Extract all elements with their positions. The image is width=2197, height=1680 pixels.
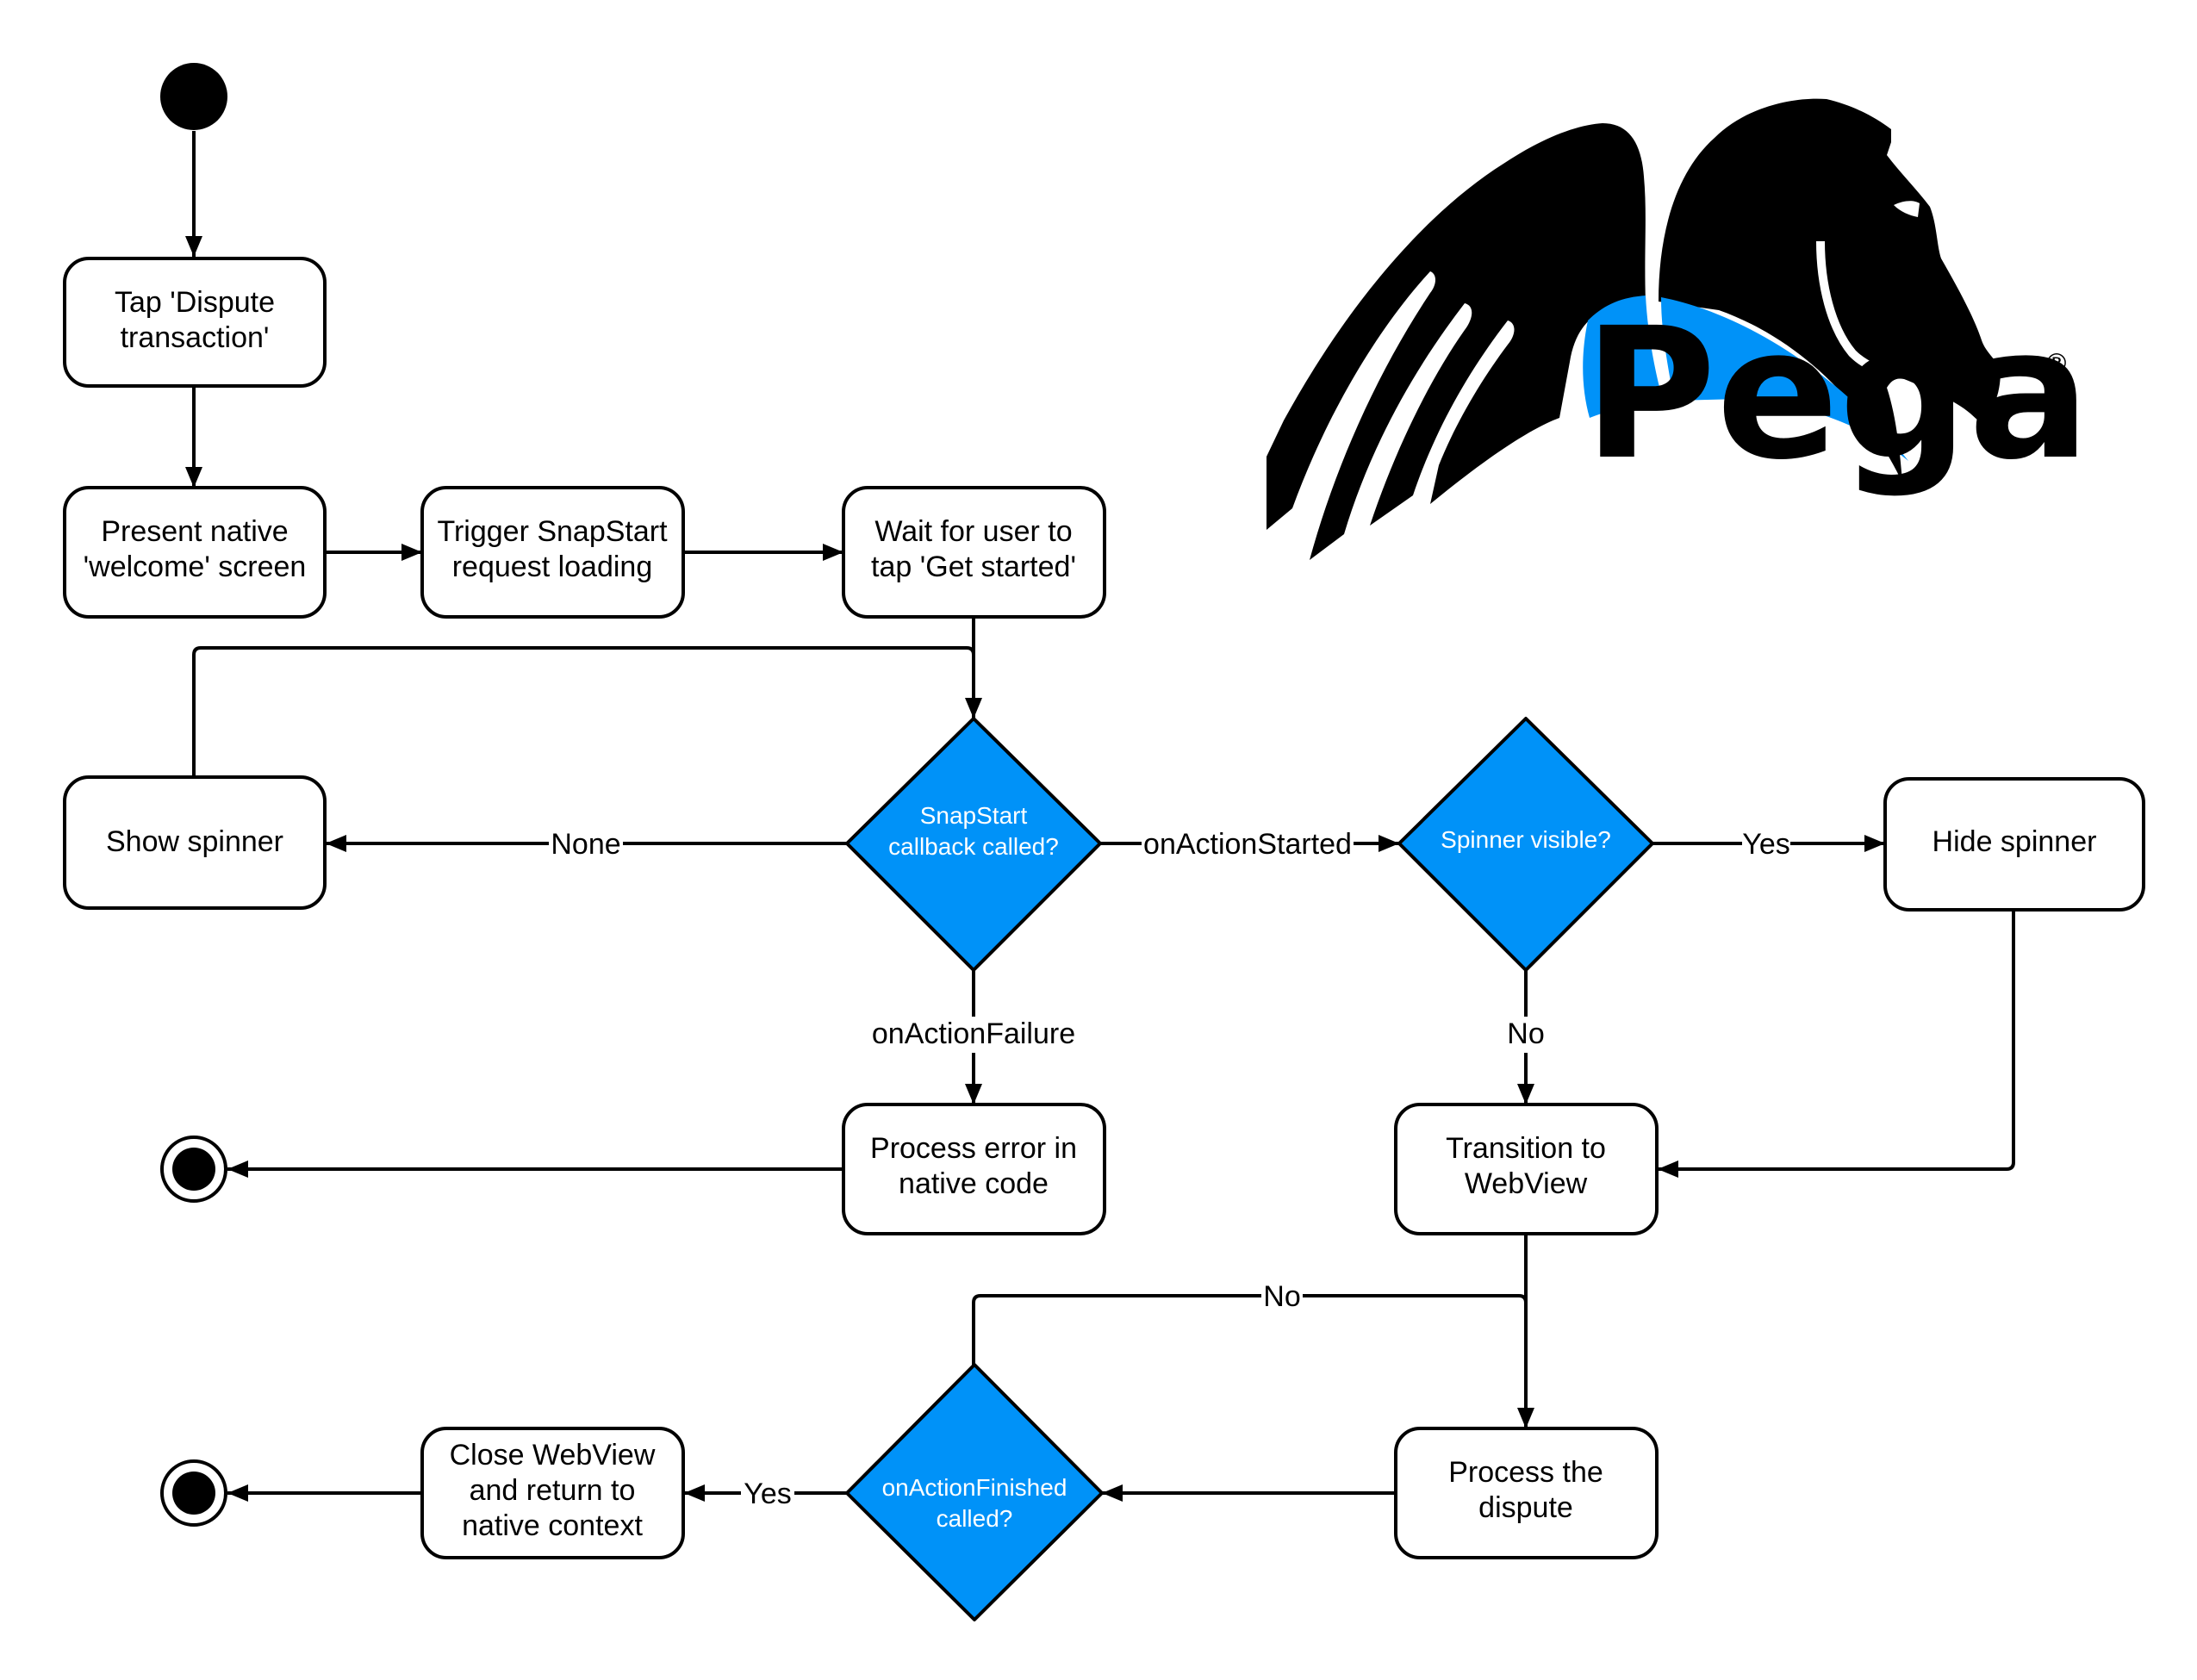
logo-collar-right: [1661, 297, 1908, 461]
edges: [185, 131, 2015, 1502]
node-label: transaction': [121, 321, 270, 354]
node-hide-spinner: Hide spinner: [1883, 777, 2145, 912]
node-label: and return to: [470, 1474, 636, 1507]
node-label: Transition to: [1446, 1132, 1606, 1165]
node-label: Tap 'Dispute: [115, 286, 275, 319]
node-process-error: Process error in native code: [842, 1103, 1106, 1235]
decision-action-finished: onActionFinished called?: [845, 1363, 1104, 1621]
node-label: tap 'Get started': [871, 551, 1076, 583]
node-label: Wait for user to: [874, 515, 1072, 548]
edge-label-no-spinner: No: [1507, 1017, 1544, 1050]
node-label: Process error in: [870, 1132, 1077, 1165]
node-label: Show spinner: [106, 825, 283, 858]
node-tap-dispute: Tap 'Dispute transaction': [63, 257, 327, 388]
node-label: Present native: [101, 515, 288, 548]
node-wait-get-started: Wait for user to tap 'Get started': [842, 486, 1106, 619]
node-label: native code: [899, 1167, 1049, 1200]
node-show-spinner: Show spinner: [63, 775, 327, 910]
edge-finished-no-loop: [972, 1294, 1528, 1365]
edge-label-yes-spinner: Yes: [1742, 828, 1789, 861]
decision-label: Spinner visible?: [1441, 826, 1611, 853]
logo-neck-line: [1816, 240, 1896, 376]
edge-label-none: None: [551, 828, 620, 861]
logo-wordmark: Pega: [1584, 289, 2090, 500]
edge-label-on-action-started: onActionStarted: [1143, 828, 1352, 861]
decision-label: SnapStart: [920, 802, 1028, 829]
edge-label-on-action-failure: onActionFailure: [872, 1017, 1075, 1050]
end-node-done: [160, 1459, 227, 1527]
node-label: Hide spinner: [1932, 825, 2097, 858]
node-present-welcome: Present native 'welcome' screen: [63, 486, 327, 619]
logo-horse-eye: [1894, 201, 1920, 217]
decision-label: callback called?: [888, 833, 1059, 860]
decision-snapstart-callback: SnapStart callback called?: [845, 717, 1102, 972]
edge-labels: None onActionStarted onActionFailure Yes…: [549, 825, 1790, 1510]
pega-logo: Pega ®: [1267, 98, 2090, 560]
node-label: dispute: [1478, 1491, 1573, 1524]
end-node-error: [160, 1136, 227, 1203]
edge-hide-spinner-to-transition: [1658, 910, 2015, 1178]
logo-registered-mark: ®: [2044, 349, 2069, 379]
start-node: [160, 63, 227, 130]
node-close-webview: Close WebView and return to native conte…: [420, 1427, 685, 1559]
decision-label: onActionFinished: [882, 1474, 1067, 1501]
node-label: request loading: [452, 551, 653, 583]
node-label: Process the: [1448, 1456, 1603, 1489]
node-label: Trigger SnapStart: [437, 515, 668, 548]
node-label: Close WebView: [450, 1439, 656, 1472]
node-label: WebView: [1465, 1167, 1588, 1200]
logo-collar-left: [1583, 296, 1663, 418]
node-label: 'welcome' screen: [84, 551, 307, 583]
logo-wing: [1267, 123, 1646, 560]
decision-spinner-visible: Spinner visible?: [1397, 717, 1654, 972]
decision-label: called?: [937, 1505, 1013, 1532]
edge-label-no-finished: No: [1263, 1280, 1300, 1313]
edge-show-spinner-to-snapstart-decision: [192, 646, 975, 777]
node-label: native context: [462, 1509, 643, 1542]
edge-label-yes-finished: Yes: [744, 1478, 791, 1510]
node-process-dispute: Process the dispute: [1394, 1427, 1659, 1559]
node-transition-webview: Transition to WebView: [1394, 1103, 1659, 1235]
node-trigger-snapstart: Trigger SnapStart request loading: [420, 486, 685, 619]
